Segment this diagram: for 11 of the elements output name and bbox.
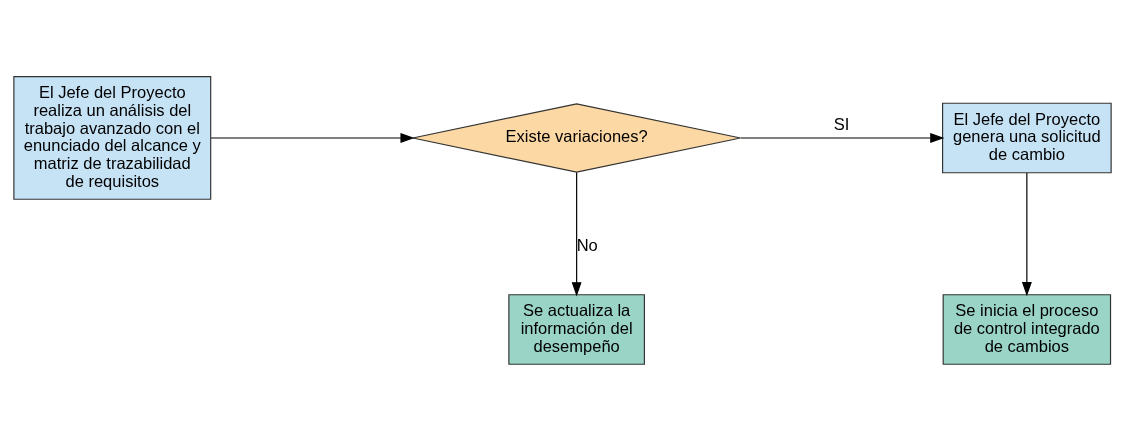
arrow (740, 132, 945, 143)
node-box: El Jefe del Proyecto realiza un análisis del trabajo avanzado con el enunciado del alcance y matriz de trazabilidad de requisitos (13, 75, 212, 200)
node-box: Se inicia el proceso de control integrado de cambios (942, 293, 1112, 365)
edge-label: No (576, 235, 598, 254)
node-box: El Jefe del Proyecto genera una solicitud de cambio (942, 102, 1112, 173)
arrow (210, 132, 415, 143)
arrow (571, 171, 582, 296)
arrow (1021, 171, 1032, 296)
node-box: Se actualiza la información del desempeño (508, 293, 645, 365)
edge-label: SI (833, 114, 850, 133)
node-diamond: Existe variaciones? (412, 102, 742, 173)
